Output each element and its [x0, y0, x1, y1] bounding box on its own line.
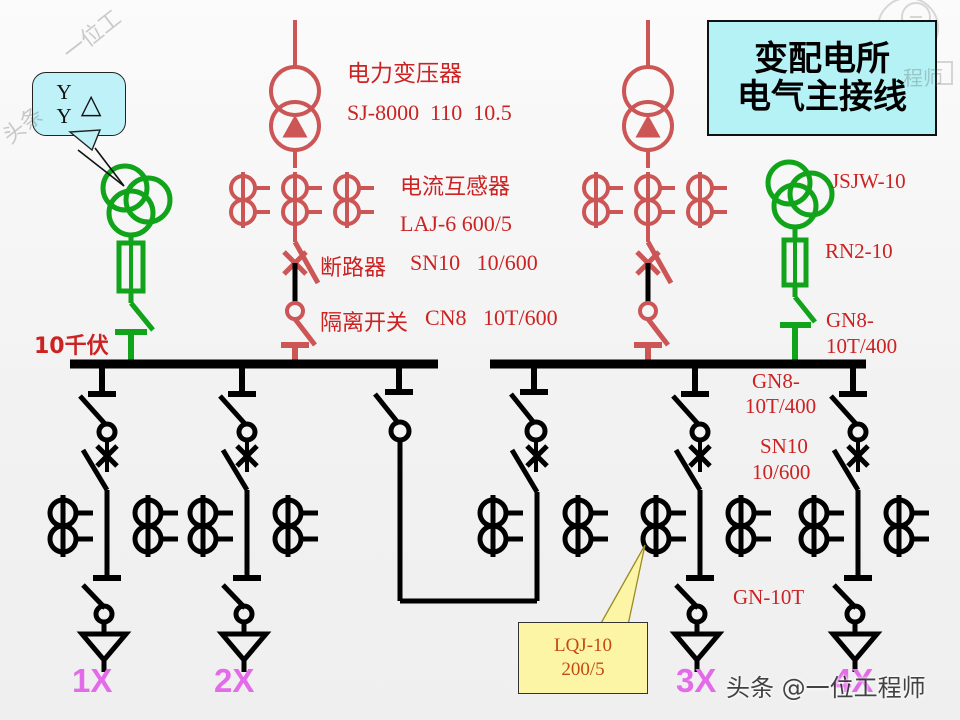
- feeder-2x: [190, 364, 318, 672]
- feeder-label-3x: 3X: [676, 662, 717, 699]
- delta-winding-icon: △: [80, 88, 102, 120]
- bus-tie-right: [480, 364, 608, 601]
- label-disconnector-spec: CN8 10T/600: [425, 305, 558, 330]
- label-vt-right: JSJW-10: [831, 169, 906, 193]
- winding-stack: Y Y: [57, 80, 72, 128]
- title-line-2: 电气主接线: [737, 77, 907, 117]
- label-gn8-right-line1: GN8-: [826, 308, 874, 332]
- vt-branch-right: [765, 159, 835, 362]
- vt-branch-left: [100, 163, 173, 362]
- callout-leader-transformer: [77, 147, 125, 187]
- feeder-label-1x: 1X: [72, 662, 113, 699]
- power-transformer-branch-left: [229, 20, 376, 362]
- label-disconnector-name: 隔离开关: [320, 311, 409, 336]
- label-gn8-bus-line2: 10T/400: [745, 394, 817, 418]
- watermark-bottom: 头条 @一位工程师: [726, 674, 926, 702]
- title-line-1: 变配电所: [754, 38, 890, 79]
- label-breaker-spec: SN10 10/600: [410, 250, 538, 275]
- label-current-transformer-spec: LAJ-6 600/5: [400, 211, 512, 236]
- label-current-transformer-name: 电流互感器: [400, 175, 511, 200]
- diagram-title-box: 变配电所 电气主接线: [707, 20, 937, 136]
- label-gn10t: GN-10T: [733, 585, 805, 609]
- callout-leader-ct: [598, 544, 646, 626]
- winding-top-label: Y: [56, 79, 72, 104]
- label-gn8-right-line2: 10T/400: [826, 334, 898, 358]
- callout-ct-spec: LQJ-10 200/5: [518, 622, 648, 694]
- feeder-3x: [643, 364, 771, 672]
- callout-winding-config: Y Y △: [32, 72, 126, 136]
- feeder-label-4x: 4X: [833, 662, 874, 699]
- label-sn10-feeder-line1: SN10: [760, 434, 808, 458]
- label-gn8-bus-line1: GN8-: [752, 369, 800, 393]
- winding-bottom-label: Y: [56, 104, 72, 128]
- label-bus-voltage: 10千伏: [34, 334, 109, 359]
- ct-spec-line-1: LQJ-10: [553, 635, 613, 657]
- ct-spec-line-2: 200/5: [561, 659, 605, 680]
- power-transformer-branch-right: [582, 20, 729, 362]
- label-sn10-feeder-line2: 10/600: [752, 460, 811, 484]
- label-power-transformer-spec: SJ-8000 110 10.5: [347, 100, 512, 125]
- feeder-4x: [801, 364, 929, 672]
- label-fuse-right: RN2-10: [825, 239, 893, 263]
- label-breaker-name: 断路器: [320, 256, 387, 281]
- feeder-label-2x: 2X: [214, 662, 255, 699]
- label-power-transformer-name: 电力变压器: [347, 61, 462, 87]
- bus-tie-left: [373, 364, 537, 604]
- feeder-1x: [50, 364, 178, 672]
